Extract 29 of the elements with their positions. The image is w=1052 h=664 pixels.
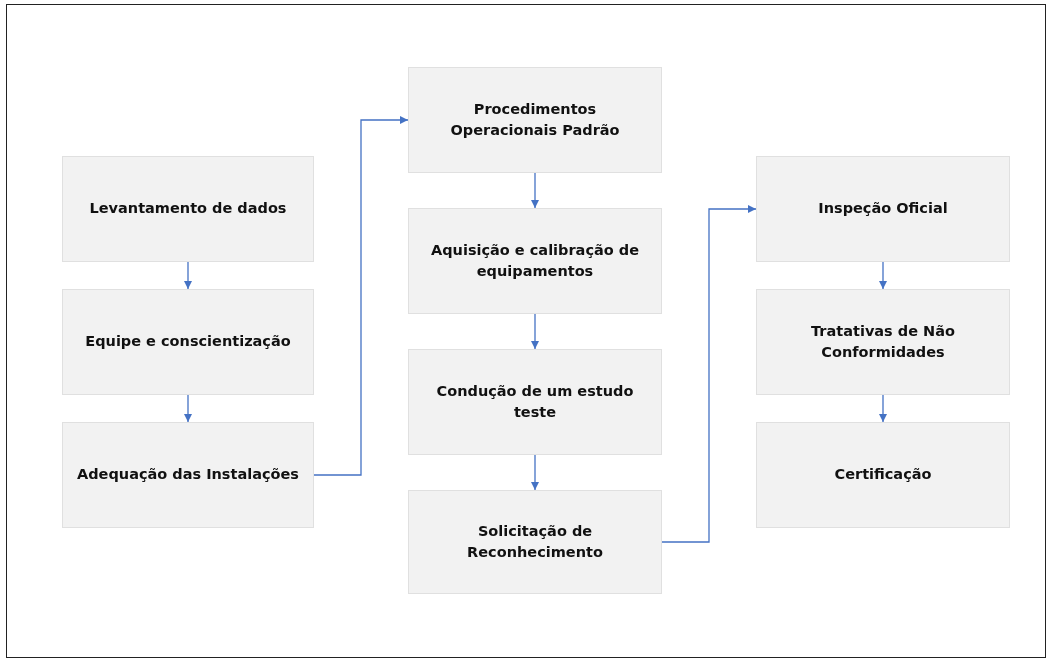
arrow: [661, 205, 757, 543]
step-label: Aquisição e calibração de equipamentos: [430, 241, 640, 281]
arrow: [184, 394, 192, 423]
process-box: [756, 156, 1010, 262]
arrow: [879, 394, 887, 423]
step-label: Levantamento de dados: [89, 199, 287, 219]
process-box: [408, 349, 662, 455]
step-label: Equipe e conscientização: [85, 332, 291, 352]
process-box: [408, 67, 662, 173]
process-box: [408, 490, 662, 594]
process-box: [756, 289, 1010, 395]
step-label: Adequação das Instalações: [77, 465, 299, 485]
process-box: [62, 156, 314, 262]
process-box: [62, 289, 314, 395]
step-label: Inspeção Oficial: [818, 199, 948, 219]
arrow: [531, 454, 539, 491]
arrow: [879, 261, 887, 290]
step-label: Condução de um estudo teste: [435, 382, 635, 422]
step-label: Solicitação de Reconhecimento: [466, 522, 604, 562]
arrow: [184, 261, 192, 290]
process-box: [62, 422, 314, 528]
step-label: Procedimentos Operacionais Padrão: [449, 100, 621, 140]
process-box: [408, 208, 662, 314]
process-box: [756, 422, 1010, 528]
arrow: [531, 313, 539, 350]
arrow: [313, 116, 409, 476]
step-label: Tratativas de Não Conformidades: [810, 322, 956, 362]
step-label: Certificação: [834, 465, 932, 485]
arrow: [531, 172, 539, 209]
